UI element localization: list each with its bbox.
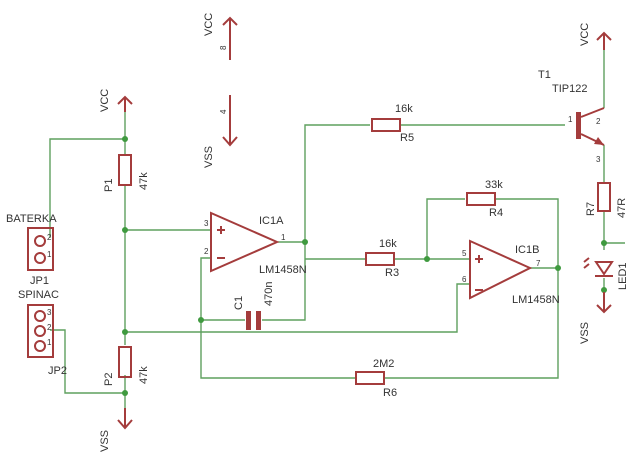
r5-value: 16k — [395, 103, 413, 115]
ic1a-pin-3: 3 — [204, 219, 209, 228]
vss-symbol-right — [596, 292, 612, 314]
resistor-r3 — [365, 252, 395, 266]
resistor-r4 — [466, 192, 496, 206]
r4-value: 33k — [485, 179, 503, 191]
ic1b-part: LM1458N — [512, 294, 560, 306]
capacitor-c1 — [246, 311, 261, 330]
wires — [49, 50, 625, 408]
resistor-p1 — [118, 154, 132, 186]
r5-name: R5 — [400, 132, 414, 144]
connector-jp2 — [27, 304, 54, 358]
resistor-r7 — [597, 182, 611, 212]
vcc-symbol-left — [117, 95, 133, 112]
ic1a-part: LM1458N — [259, 264, 307, 276]
ic1a-pin-2: 2 — [204, 247, 209, 256]
c1-value: 470n — [263, 282, 275, 306]
ic1b-pin-7: 7 — [536, 259, 541, 268]
jp2-pin-2: 2 — [47, 323, 52, 332]
transistor-t1 — [576, 107, 605, 146]
ic1a-pin-1: 1 — [281, 233, 286, 242]
p1-value: 47k — [138, 172, 150, 190]
vcc-symbol-right — [596, 31, 612, 50]
vss-symbol-left — [117, 408, 133, 430]
r6-value: 2M2 — [373, 358, 394, 370]
resistor-r6 — [355, 371, 385, 385]
jp1-pin-2: 2 — [47, 233, 52, 242]
vss-label-right: VSS — [579, 322, 591, 344]
jp1-pin-1: 1 — [47, 250, 52, 259]
vss-label-left: VSS — [99, 430, 111, 452]
r6-name: R6 — [383, 387, 397, 399]
vcc-label-right: VCC — [579, 23, 591, 46]
ic1b-pin-6: 6 — [462, 275, 467, 284]
vcc-label-left: VCC — [99, 89, 111, 112]
r4-name: R4 — [489, 207, 503, 219]
t1-pin-2: 2 — [596, 117, 601, 126]
r7-name: R7 — [585, 202, 597, 216]
opamp-ic1b — [469, 239, 533, 300]
r3-value: 16k — [379, 238, 397, 250]
vcc-symbol-top — [222, 16, 238, 60]
vcc-label-top: VCC — [203, 13, 215, 36]
jp2-pin-1: 1 — [47, 338, 52, 347]
jp2-name: JP2 — [48, 365, 67, 377]
ic1b-pin-5: 5 — [462, 249, 467, 258]
ic1b-name: IC1B — [515, 244, 539, 256]
led-name: LED1 — [617, 262, 627, 290]
jp1-label: BATERKA — [6, 213, 57, 225]
vss-label-top: VSS — [203, 146, 215, 168]
t1-part: TIP122 — [552, 83, 587, 95]
pin-8: 8 — [219, 45, 228, 50]
r7-value: 47R — [616, 198, 627, 218]
junctions — [122, 136, 607, 396]
jp1-name: JP1 — [30, 275, 49, 287]
led-1 — [583, 257, 614, 277]
vss-symbol-top — [222, 95, 238, 147]
resistor-r5 — [371, 118, 401, 132]
p1-name: P1 — [103, 179, 115, 192]
jp2-pin-3: 3 — [47, 308, 52, 317]
t1-pin-3: 3 — [596, 155, 601, 164]
jp2-label: SPINAC — [18, 289, 59, 301]
c1-name: C1 — [233, 296, 245, 310]
r3-name: R3 — [385, 267, 399, 279]
opamp-ic1a — [210, 211, 280, 273]
p2-value: 47k — [138, 366, 150, 384]
connector-jp1 — [27, 227, 54, 271]
resistor-p2 — [118, 346, 132, 378]
pin-4: 4 — [219, 109, 228, 114]
t1-name: T1 — [538, 69, 551, 81]
t1-pin-1: 1 — [568, 115, 573, 124]
p2-name: P2 — [103, 373, 115, 386]
ic1a-name: IC1A — [259, 215, 284, 227]
